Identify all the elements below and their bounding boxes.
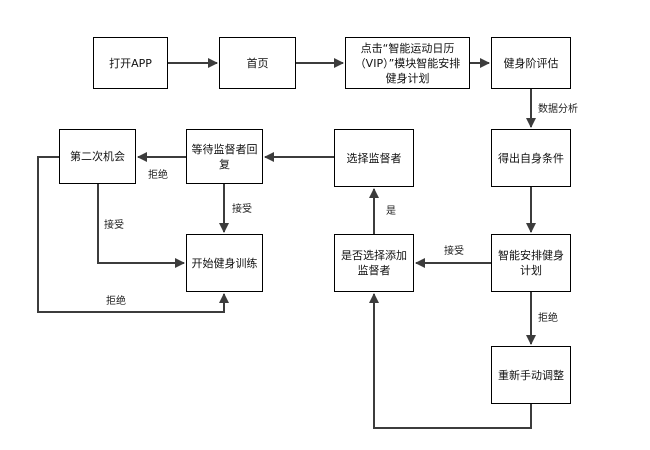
edge-second-to-start <box>97 184 185 268</box>
node-home: 首页 <box>219 37 296 89</box>
edge-label-reject-plan: 拒绝 <box>538 313 558 324</box>
edge-label-yes: 是 <box>386 206 396 217</box>
node-second-chance: 第二次机会 <box>59 129 136 184</box>
node-manual-adjust: 重新手动调整 <box>491 346 571 404</box>
node-whether-add-supervisor: 是否选择添加监督者 <box>334 234 414 292</box>
node-self-condition: 得出自身条件 <box>491 129 571 187</box>
edge-label-reject-second: 拒绝 <box>106 296 126 307</box>
edge-adjust-loop-to-whether <box>369 293 532 429</box>
node-vip-module: 点击“智能运动日历（VIP）”模块智能安排健身计划 <box>345 37 470 89</box>
edge-label-reject-wait: 拒绝 <box>148 170 168 181</box>
node-choose-supervisor: 选择监督者 <box>334 129 414 187</box>
node-fitness-eval: 健身阶评估 <box>491 37 571 89</box>
edge-label-accept-wait: 接受 <box>232 204 252 215</box>
edge-label-data-analysis: 数据分析 <box>538 104 578 115</box>
edge-second-reject-to-start <box>37 156 229 313</box>
node-open-app: 打开APP <box>93 37 168 89</box>
node-smart-plan: 智能安排健身计划 <box>491 234 571 292</box>
node-wait-supervisor: 等待监督者回复 <box>186 129 263 184</box>
edge-label-accept-plan: 接受 <box>444 246 464 257</box>
edge-label-accept-second: 接受 <box>104 220 124 231</box>
node-start-training: 开始健身训练 <box>186 234 263 292</box>
